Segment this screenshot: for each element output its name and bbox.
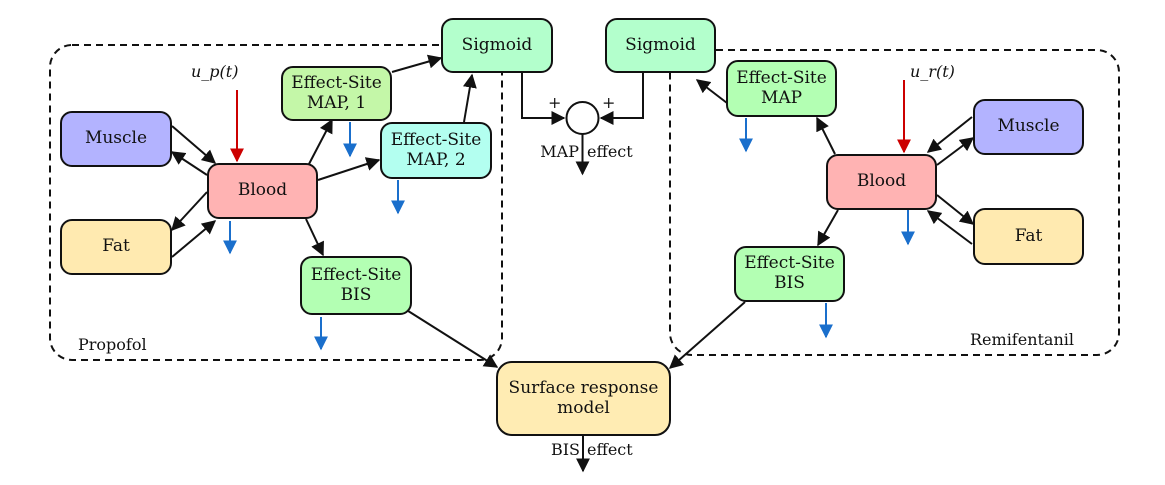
surface-response-node: Surface response model [496,361,671,436]
remifentanil-sigmoid-node: Sigmoid [605,18,716,73]
node-label-line1: Surface response [508,377,659,398]
remifentanil-effect-site-map-node: Effect-Site MAP [726,60,837,117]
propofol-sigmoid-node: Sigmoid [441,18,553,73]
node-label-line2: BIS [774,273,805,293]
propofol-effect-site-map2-node: Effect-Site MAP, 2 [380,122,492,179]
node-label: Fat [1014,225,1043,246]
map-effect-label-left: MAP [540,142,579,161]
propofol-effect-site-map1-node: Effect-Site MAP, 1 [281,66,392,121]
node-label-line1: Effect-Site [310,264,402,285]
bis-effect-label-left: BIS [550,440,580,459]
propofol-fat-node: Fat [60,219,172,275]
propofol-group-label: Propofol [78,335,147,354]
node-label: Sigmoid [625,34,696,55]
remifentanil-blood-node: Blood [826,154,937,210]
remifentanil-fat-node: Fat [973,208,1084,265]
propofol-blood-node: Blood [207,163,318,219]
node-label: Fat [102,236,130,257]
propofol-muscle-node: Muscle [60,111,172,167]
remifentanil-group-box [669,49,1120,356]
node-label-line2: MAP [760,87,803,108]
summing-junction [565,101,600,135]
remifentanil-effect-site-bis-node: Effect-Site BIS [734,246,845,302]
node-label: Blood [856,171,907,192]
bis-effect-label-right: effect [587,440,633,459]
remifentanil-group-label: Remifentanil [970,330,1075,349]
node-label-line2: MAP, 1 [306,92,367,113]
propofol-effect-site-bis-node: Effect-Site BIS [300,256,412,315]
node-label-line1: Effect-Site [291,72,382,93]
node-label-line2: MAP, 2 [406,149,466,170]
remifentanil-muscle-node: Muscle [973,99,1084,155]
map-effect-label-right: effect [587,142,633,161]
node-label: Muscle [84,128,148,149]
remifentanil-input-label: u_r(t) [910,62,955,81]
node-label: Sigmoid [461,34,533,55]
propofol-group-box [49,44,503,361]
node-label-line1: Effect-Site [390,129,482,150]
node-label-line1: Effect-Site [736,67,827,88]
node-label-line1: Effect-Site [744,253,835,274]
summing-plus-right: + [602,93,616,112]
node-label-line2: model [557,397,610,418]
node-label: Blood [237,180,288,201]
node-label-line2: BIS [340,284,372,305]
summing-plus-left: + [548,93,562,112]
propofol-input-label: u_p(t) [191,62,239,81]
node-label: Muscle [997,116,1060,137]
